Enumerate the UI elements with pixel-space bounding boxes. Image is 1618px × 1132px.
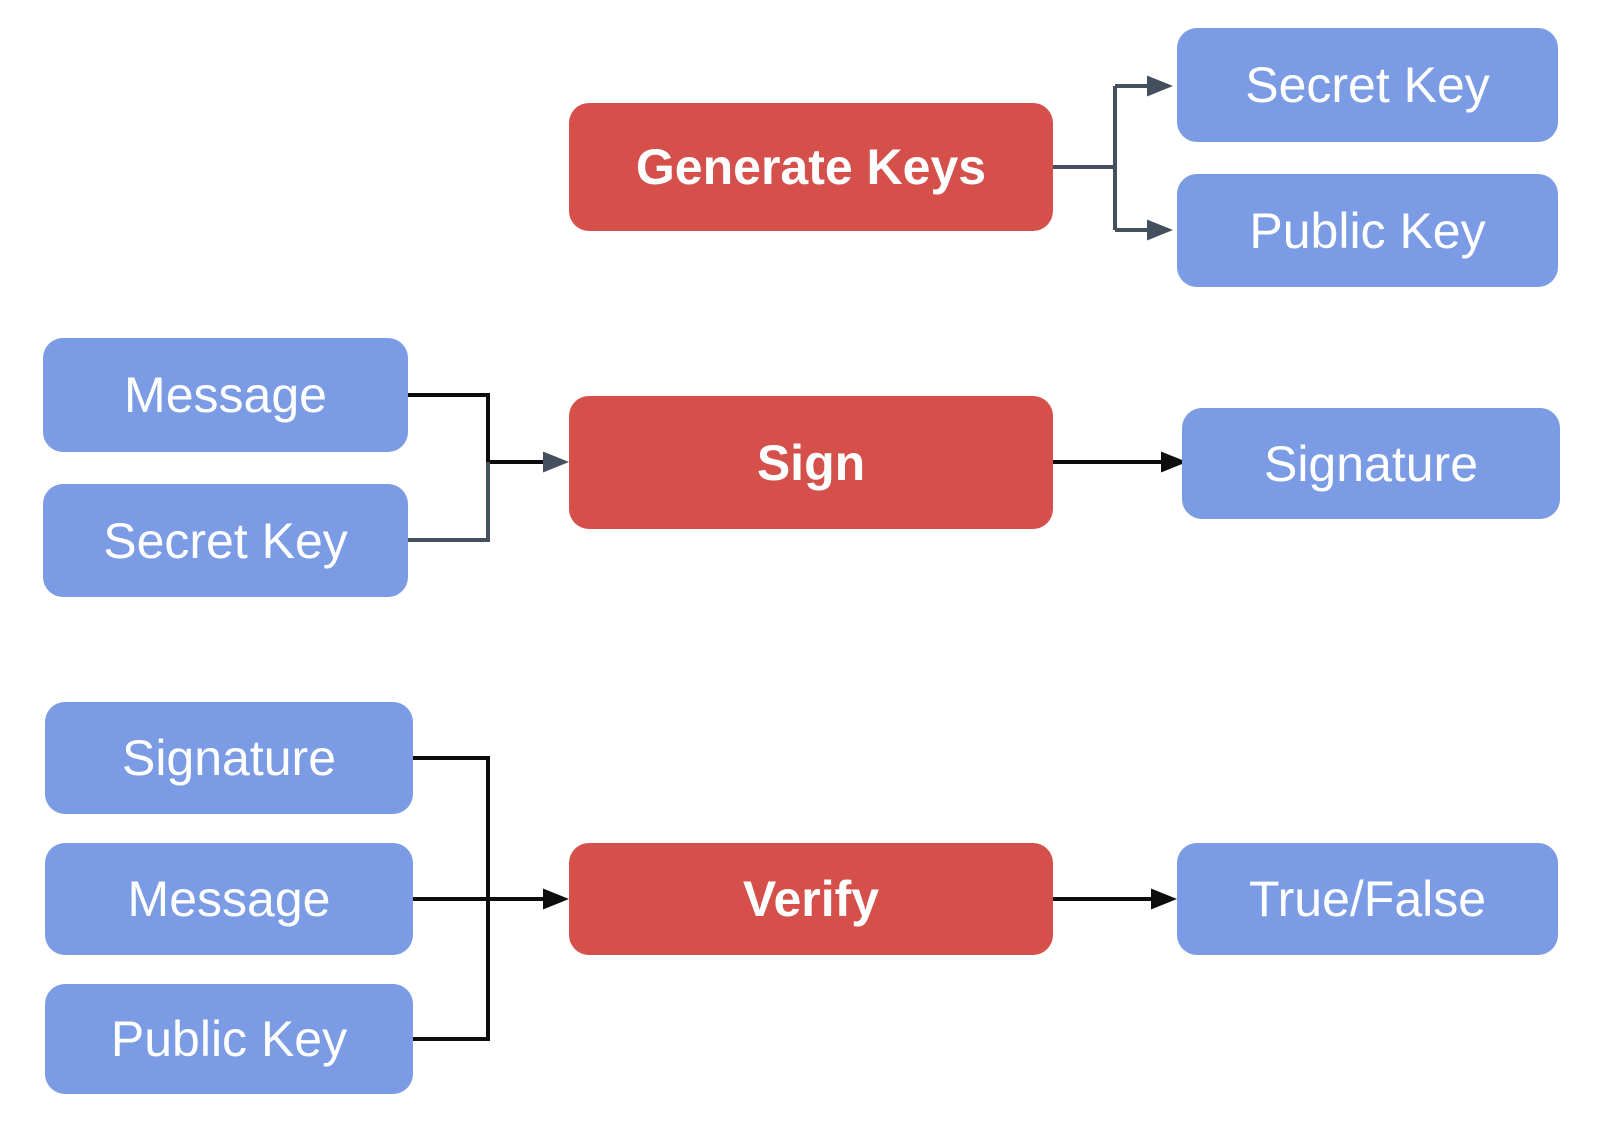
node-public-key-output-label: Public Key <box>1249 202 1486 259</box>
arrowhead-to-sign <box>543 451 569 473</box>
edge-verify-to-truefalse <box>1053 888 1177 910</box>
node-signature-output-label: Signature <box>1263 435 1479 492</box>
node-sign-label: Sign <box>756 434 866 491</box>
node-secret-key-output: Secret Key <box>1177 28 1558 142</box>
node-secret-key-sign-input-label: Secret Key <box>103 512 348 569</box>
node-true-false-label: True/False <box>1248 871 1487 927</box>
node-signature-verify-input-label: Signature <box>121 730 337 786</box>
arrowhead-to-truefalse <box>1151 888 1177 910</box>
arrowhead-to-verify <box>543 888 569 910</box>
arrowhead-to-public-key <box>1147 219 1173 241</box>
node-sign: Sign <box>569 396 1053 529</box>
node-signature-verify-input: Signature <box>45 702 413 814</box>
edge-sign-to-signature <box>1053 451 1187 473</box>
arrowhead-to-secret-key <box>1147 75 1173 97</box>
node-verify: Verify <box>569 843 1053 955</box>
node-secret-key-sign-input: Secret Key <box>43 484 408 597</box>
node-verify-label: Verify <box>742 871 880 927</box>
node-message-sign-input-label: Message <box>124 367 327 423</box>
node-signature-output: Signature <box>1182 408 1560 519</box>
node-generate-keys: Generate Keys <box>569 103 1053 231</box>
arrowhead-to-signature <box>1161 451 1187 473</box>
node-message-verify-input-label: Message <box>127 871 331 927</box>
node-message-sign-input: Message <box>43 338 408 452</box>
node-public-key-output: Public Key <box>1177 174 1558 287</box>
edge-verify-inputs <box>413 756 569 1041</box>
node-generate-keys-label: Generate Keys <box>635 139 987 195</box>
edge-sign-inputs <box>408 393 569 542</box>
node-public-key-verify-input: Public Key <box>45 984 413 1094</box>
node-message-verify-input: Message <box>45 843 413 955</box>
node-public-key-verify-input-label: Public Key <box>110 1011 348 1067</box>
node-secret-key-output-label: Secret Key <box>1245 57 1490 113</box>
node-true-false: True/False <box>1177 843 1558 955</box>
edge-generate-keys-branch <box>1053 75 1173 241</box>
